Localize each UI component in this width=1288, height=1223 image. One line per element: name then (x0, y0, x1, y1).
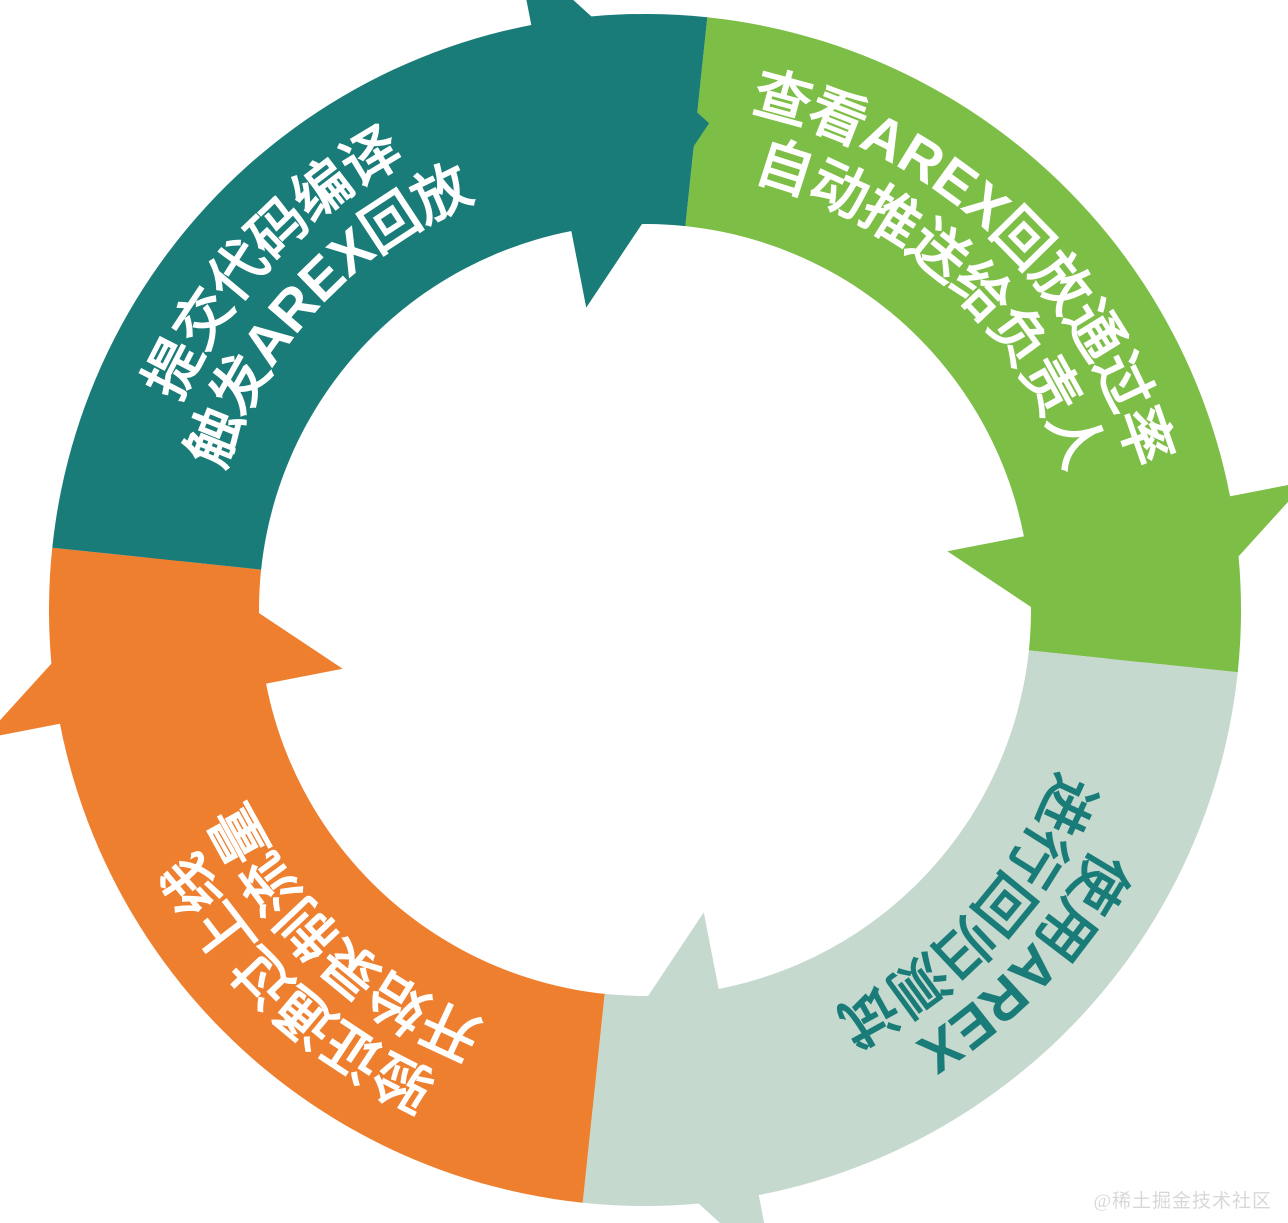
segment-band-view-replay-rate (685, 17, 1242, 673)
watermark: @稀土掘金技术社区 (1093, 1191, 1272, 1212)
segment-group-regression-test (580, 650, 1238, 1223)
segment-group-verify-record-traffic (0, 545, 605, 1203)
arrowhead-view-replay-rate (947, 485, 1288, 675)
segment-band-verify-record-traffic (48, 547, 605, 1203)
arrowhead-commit-build (526, 0, 710, 308)
segment-band-commit-build (52, 13, 708, 570)
segment-group-view-replay-rate (685, 17, 1288, 675)
segment-band-regression-test (582, 650, 1238, 1207)
arrowhead-verify-record-traffic (0, 545, 343, 736)
arrowhead-regression-test (580, 912, 765, 1223)
segment-group-commit-build (52, 0, 710, 570)
